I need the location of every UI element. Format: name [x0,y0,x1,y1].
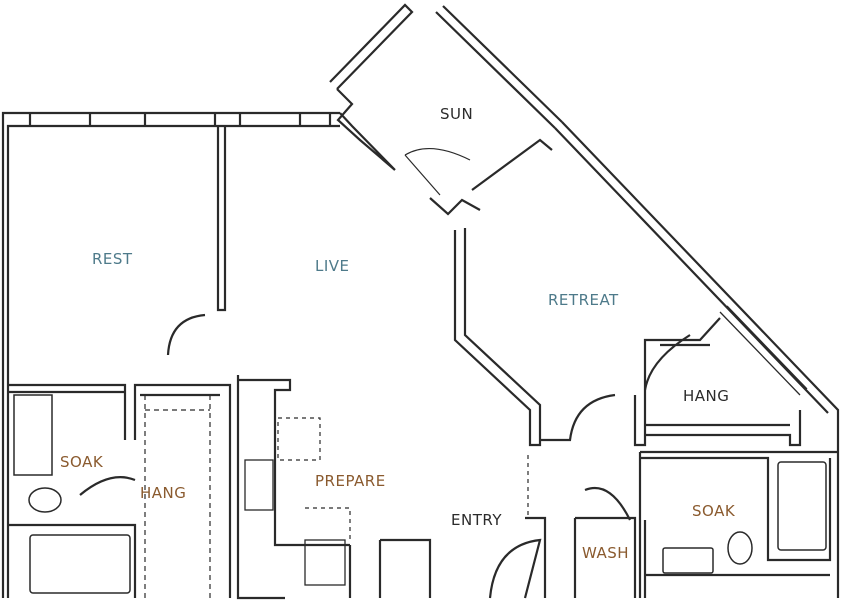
left-toilet [28,487,62,513]
right-toilet [727,531,753,565]
room-label-retreat: RETREAT [548,291,619,309]
top-window-band [28,113,332,126]
right-bath-wall [638,450,838,598]
rest-live-wall [166,126,227,356]
left-closet [144,395,211,598]
room-label-prepare: PREPARE [315,472,386,490]
room-label-wash: WASH [582,544,630,562]
room-label-sun: SUN [440,105,474,123]
left-tub [29,534,131,594]
wash-closet [573,486,637,598]
right-tub [777,461,827,551]
exterior-wall [1,111,340,598]
right-window [719,305,808,396]
sun-room-wall [329,3,563,216]
sun-door-swing [404,147,471,196]
room-label-soak-left: SOAK [60,453,104,471]
room-label-rest: REST [92,250,133,268]
kitchen-island [277,417,351,540]
left-bath-wall [8,383,232,598]
room-label-soak-right: SOAK [692,502,736,520]
room-label-hang-left: HANG [140,484,187,502]
right-exterior-wall [554,121,840,598]
entry-wall [488,516,547,599]
right-sink [662,547,714,574]
retreat-wall [453,228,721,447]
kitchen-counter [236,375,432,600]
room-label-entry: ENTRY [451,511,502,529]
room-label-hang-right: HANG [683,387,730,405]
room-label-live: LIVE [315,257,350,275]
retreat-closet [643,334,802,447]
kitchen-sink [244,459,274,511]
kitchen-range [304,539,346,586]
left-vanity [13,394,53,476]
